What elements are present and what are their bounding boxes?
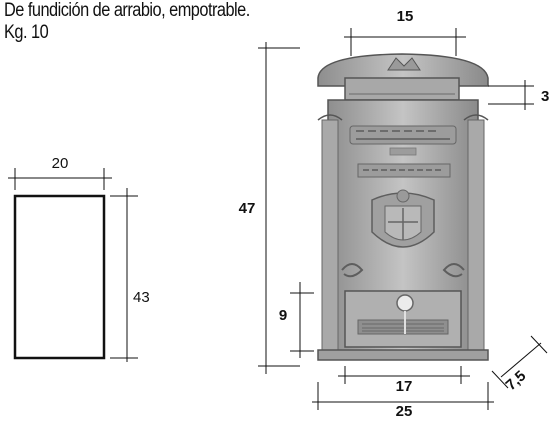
mailbox-column-left	[321, 119, 339, 353]
description-material: De fundición de arrabio, empotrable.	[4, 0, 250, 21]
recess-height-label: 43	[133, 289, 150, 306]
door-width-label: 17	[396, 378, 413, 395]
mailbox-illustration	[317, 53, 489, 361]
slot-width-label: 15	[397, 8, 414, 25]
overall-width-label: 25	[396, 403, 413, 420]
top-height-label: 3	[541, 88, 549, 105]
mailbox-column-right	[467, 119, 485, 353]
door-height-label: 9	[279, 307, 287, 324]
mailbox-lock	[396, 294, 414, 312]
recess-width-label: 20	[52, 155, 69, 172]
depth-label: 7,5	[503, 367, 530, 394]
mailbox-base	[317, 349, 489, 361]
coat-of-arms-emblem	[371, 189, 435, 248]
mailbox-dimensions: 15 47 3 9 17 25 7,5	[239, 8, 550, 420]
recess-outline	[13, 194, 106, 360]
mailbox-letter-slot	[344, 77, 460, 101]
mailbox-crest	[387, 57, 421, 71]
description-weight: Kg. 10	[4, 22, 49, 43]
height-label: 47	[239, 200, 256, 217]
description: De fundición de arrabio, empotrable. Kg.…	[4, 0, 250, 44]
recess-diagram: 20 43	[8, 155, 150, 362]
